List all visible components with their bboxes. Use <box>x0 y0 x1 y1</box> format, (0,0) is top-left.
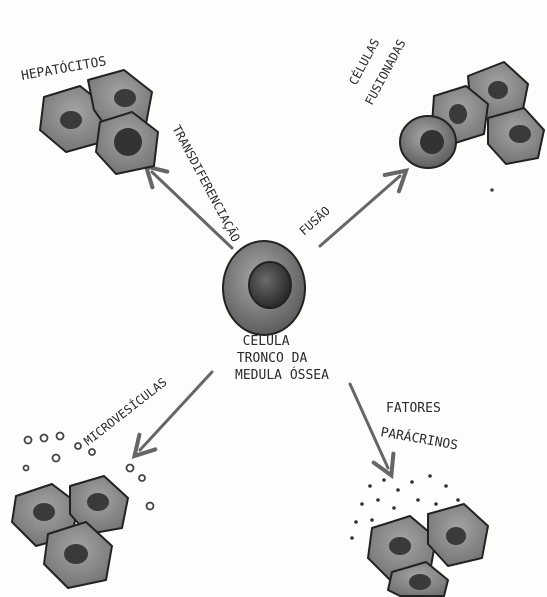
hepatocytes-cluster-bottom-right <box>368 504 488 596</box>
hepatocyte-nucleus <box>389 537 411 555</box>
microvesicle <box>75 443 81 449</box>
paracrine-dot <box>434 502 438 506</box>
paracrine-dot <box>456 498 460 502</box>
paracrine-dot <box>370 518 374 522</box>
paracrine-dot <box>416 498 420 502</box>
hepatocyte-nucleus <box>446 527 466 545</box>
microvesicle <box>89 449 95 455</box>
paracrine-dot <box>392 506 396 510</box>
hepatocyte-nucleus <box>509 125 531 143</box>
hepatocyte-nucleus <box>60 111 82 129</box>
stem-cell <box>223 241 305 335</box>
center-label-line1: CÉLULA <box>243 333 290 349</box>
hepatocyte-nucleus <box>449 104 467 124</box>
center-label-line3: MEDULA ÓSSEA <box>235 367 329 383</box>
hepatocyte-nucleus <box>33 503 55 521</box>
paracrine-dot <box>376 498 380 502</box>
label-paracrine: FATORES <box>386 401 441 416</box>
paracrine-dot <box>410 480 414 484</box>
fused-cells-cluster <box>400 62 544 168</box>
stem-cell-nucleus <box>249 262 291 308</box>
paracrine-dot <box>396 488 400 492</box>
hepatocytes-cluster-bottom-left <box>12 476 128 588</box>
center-label-line2: TRONCO DA <box>237 351 308 366</box>
center-label: CÉLULA TRONCO DA MEDULA ÓSSEA <box>235 333 329 383</box>
paracrine-dot <box>368 484 372 488</box>
hepatocytes-cluster-top-left <box>40 70 158 174</box>
paracrine-dot <box>350 536 354 540</box>
microvesicle <box>139 475 145 481</box>
label-paracrine-line2: PARÁCRINOS <box>379 424 459 453</box>
microvesicle <box>53 455 60 462</box>
microvesicle <box>127 465 134 472</box>
label-paracrine-line1: FATORES <box>386 401 441 416</box>
paracrine-dot <box>360 502 364 506</box>
microvesicle <box>41 435 48 442</box>
hepatocyte-nucleus <box>488 81 508 99</box>
hepatocyte-nucleus <box>64 544 88 564</box>
label-fusion: FUSÃO <box>296 203 333 238</box>
hepatocyte-nucleus <box>114 89 136 107</box>
hepatocyte-nucleus <box>87 493 109 511</box>
paracrine-dot <box>428 474 432 478</box>
fused-stem-nucleus <box>420 130 444 154</box>
arrow-fusion <box>320 176 400 246</box>
paracrine-dot <box>354 520 358 524</box>
hepatocyte-nucleus <box>409 574 431 590</box>
speck <box>490 188 494 192</box>
microvesicle <box>57 433 64 440</box>
paracrine-dot <box>444 484 448 488</box>
label-microvesicles: MICROVESÍCULAS <box>81 374 170 448</box>
paracrine-dot <box>382 478 386 482</box>
label-transdifferentiation: TRANSDIFERENCIAÇÃO <box>169 122 243 244</box>
hepatocyte-nucleus <box>114 128 142 156</box>
microvesicle <box>25 437 32 444</box>
microvesicle <box>24 466 29 471</box>
microvesicle <box>147 503 154 510</box>
